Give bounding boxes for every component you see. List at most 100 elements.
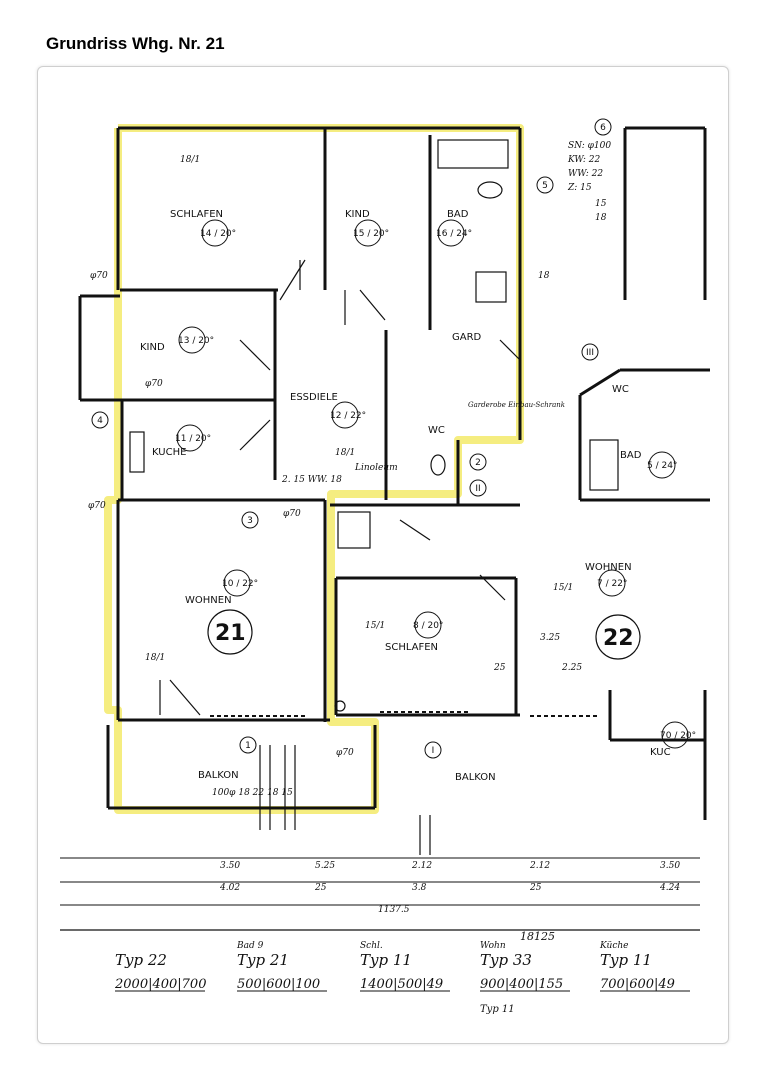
note-ww: WW: 22: [568, 169, 603, 179]
room-temp-kuche: 11 / 20°: [175, 434, 211, 444]
room-label-kuc-right: KUC: [650, 747, 671, 758]
marker-circle: [469, 453, 487, 471]
note-181-a: 18/1: [180, 155, 200, 165]
apartment-number-21: 21: [215, 621, 246, 646]
note-sn: SN: φ100: [568, 141, 611, 151]
note-325: 3.25: [540, 633, 560, 643]
room-label-kind-top: KIND: [345, 209, 370, 220]
note-phi70-e: φ70: [336, 748, 354, 758]
room-label-schlafen-mid: SCHLAFEN: [385, 642, 438, 653]
marker-circle: [91, 411, 109, 429]
note-kw: KW: 22: [567, 155, 600, 165]
room-label-wc: WC: [428, 425, 445, 436]
room-temp-essdiele: 12 / 22°: [330, 411, 366, 421]
types-code: 700|600|49: [600, 977, 675, 992]
note-phi70-d: φ70: [283, 509, 301, 519]
room-label-bad-top: BAD: [447, 209, 469, 220]
note-z: Z: 15: [567, 183, 592, 193]
note-151-b: 15/1: [553, 583, 573, 593]
marker-label: III: [586, 348, 594, 358]
types-code: 1400|500|49: [360, 977, 443, 992]
types-type: Typ 33: [480, 951, 532, 969]
dimension-value: 2.12: [529, 861, 550, 871]
note-18b: 18: [538, 271, 550, 281]
marker-circle: [581, 343, 599, 361]
room-label-wohnen-21: WOHNEN: [185, 595, 232, 606]
note-151-a: 15/1: [365, 621, 385, 631]
dimension-value: 3.50: [220, 861, 240, 871]
note-dim-18125: 18125: [520, 930, 555, 943]
dimension-value: 4.24: [659, 883, 680, 893]
note-181-b: 18/1: [335, 448, 355, 458]
room-label-essdiele: ESSDIELE: [290, 392, 338, 403]
dimension-value: 3.8: [412, 883, 427, 893]
types-code: 500|600|100: [237, 977, 320, 992]
note-phi70-a: φ70: [90, 271, 108, 281]
room-temp-kind-left: 13 / 20°: [178, 336, 214, 346]
room-temp-kind-top: 15 / 20°: [353, 229, 389, 239]
dimension-value: 4.02: [219, 883, 240, 893]
marker-circle: [241, 511, 259, 529]
note-18: 18: [595, 213, 607, 223]
room-temp-schlafen-top: 14 / 20°: [200, 229, 236, 239]
room-label-kuche: KUCHE: [152, 447, 186, 458]
dimension-value: 2.12: [411, 861, 432, 871]
room-label-wc-right: WC: [612, 384, 629, 395]
room-temp-bad-right: 5 / 24°: [647, 461, 677, 471]
types-heading: Küche: [599, 941, 629, 951]
types-type: Typ 11: [360, 951, 412, 969]
marker-label: 3: [247, 516, 253, 526]
note-25: 25: [493, 663, 506, 673]
apartment-number-22: 22: [603, 626, 634, 651]
types-code: 900|400|155: [480, 977, 563, 992]
types-heading: Wohn: [480, 941, 506, 951]
marker-label: 6: [600, 123, 606, 133]
types-code: 2000|400|700: [114, 977, 206, 992]
note-15: 15: [595, 199, 607, 209]
types-heading: Schl.: [360, 941, 383, 951]
floorplan-frame: [37, 66, 729, 1044]
page-title: Grundriss Whg. Nr. 21: [46, 34, 225, 53]
marker-circle: [536, 176, 554, 194]
window-marks: [79, 127, 600, 717]
dimension-lines: [60, 857, 700, 906]
room-label-kind-left: KIND: [140, 342, 165, 353]
dimension-value: 5.25: [315, 861, 335, 871]
note-225: 2.25: [561, 663, 582, 673]
note-phi70-c: φ70: [88, 501, 106, 511]
footer-fragment: Typ 11: [480, 1004, 515, 1015]
room-temp-kuc-right: 70 / 20°: [660, 731, 696, 741]
room-temp-bad-top: 16 / 24°: [436, 229, 472, 239]
room-temp-wohnen-21: 10 / 22°: [222, 579, 258, 589]
room-label-wohnen-22: WOHNEN: [585, 562, 632, 573]
marker-label: II: [475, 484, 480, 494]
walls: [78, 126, 710, 820]
marker-circle: [424, 741, 442, 759]
room-temp-wohnen-22: 7 / 22°: [597, 579, 627, 589]
marker-circle: [239, 736, 257, 754]
note-phi70-b: φ70: [145, 379, 163, 389]
note-dim-1137: 1137.5: [378, 905, 410, 915]
types-type: Typ 21: [237, 951, 289, 969]
room-label-schlafen-top: SCHLAFEN: [170, 209, 223, 220]
marker-label: 2: [475, 458, 481, 468]
marker-label: 5: [542, 181, 548, 191]
marker-circle: [469, 479, 487, 497]
marker-label: I: [432, 746, 435, 756]
marker-label: 4: [97, 416, 103, 426]
note-balkon-values: 100φ 18 22 18 15: [212, 788, 293, 798]
dimension-value: 25: [314, 883, 327, 893]
dimension-value: 3.50: [660, 861, 680, 871]
note-181-c: 18/1: [145, 653, 165, 663]
marker-circle: [594, 118, 612, 136]
room-label-balkon-21: BALKON: [198, 770, 239, 781]
door-swings: [60, 139, 700, 931]
note-linoleum: Linoleum: [354, 463, 398, 473]
types-type: Typ 11: [600, 951, 652, 969]
types-heading: Bad 9: [236, 941, 264, 951]
room-label-bad-right: BAD: [620, 450, 642, 461]
